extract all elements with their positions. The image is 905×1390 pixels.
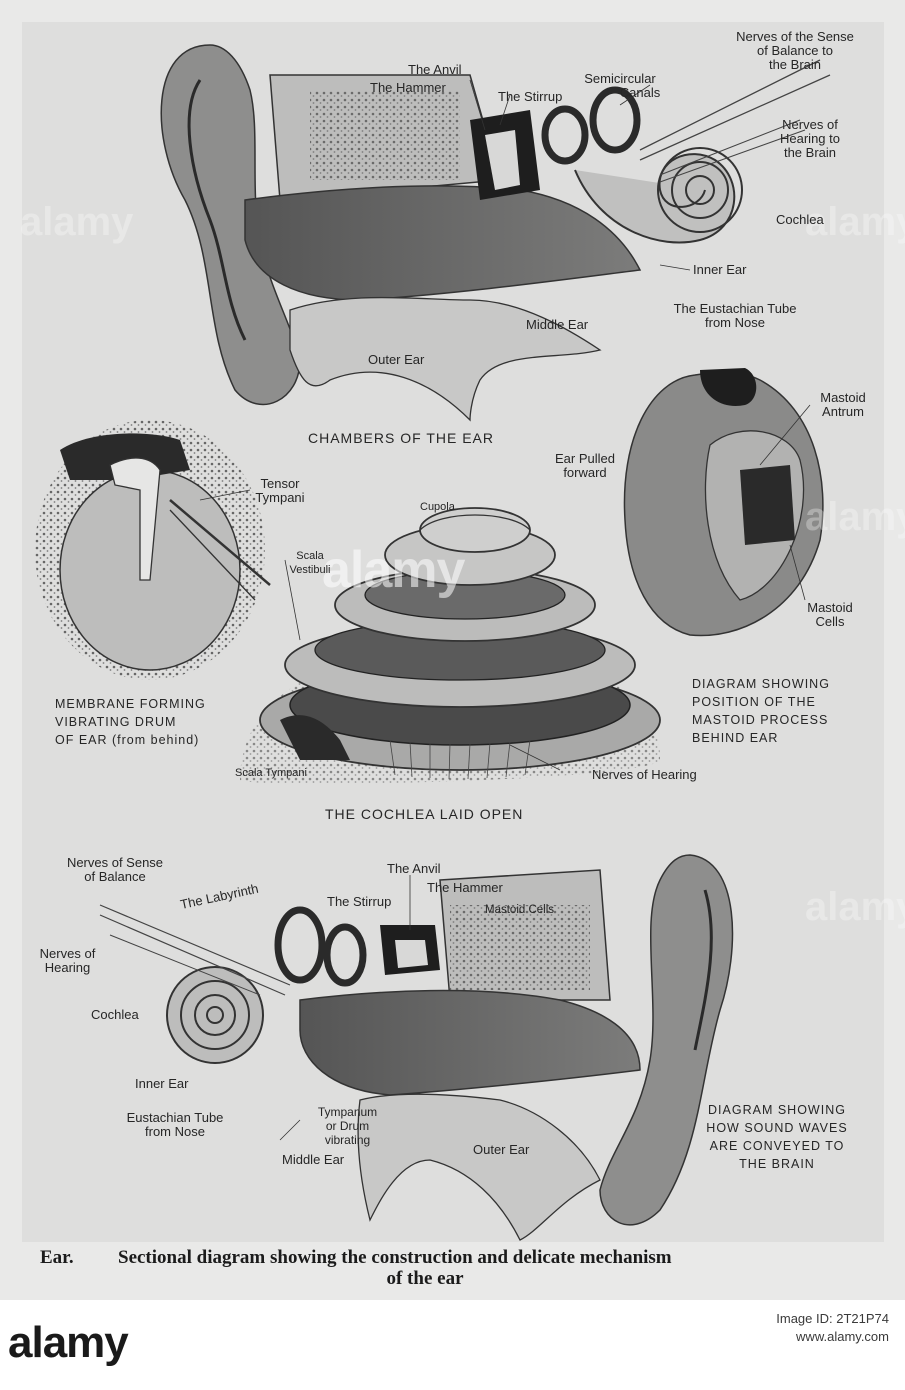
- stock-image-id: Image ID: 2T21P74: [776, 1311, 889, 1326]
- svg-text:alamy: alamy: [20, 200, 134, 244]
- label-eustachian-bottom: Eustachian Tube from Nose: [126, 1110, 224, 1139]
- caption-sound-waves: DIAGRAM SHOWING HOW SOUND WAVES ARE CONV…: [706, 1103, 848, 1171]
- label-scala-vestibuli: Scala Vestibuli: [289, 550, 331, 576]
- label-hammer-bottom: The Hammer: [427, 880, 503, 895]
- label-middle-ear-top: Middle Ear: [526, 317, 589, 332]
- label-stirrup: The Stirrup: [498, 89, 563, 104]
- membrane-section: [35, 420, 271, 680]
- label-mastoid-antrum: Mastoid Antrum: [820, 390, 866, 419]
- label-inner-ear-top: Inner Ear: [693, 262, 747, 277]
- label-eustachian-top: The Eustachian Tube from Nose: [673, 301, 797, 330]
- mastoid-section: [623, 368, 824, 637]
- label-cochlea-bottom: Cochlea: [91, 1007, 139, 1022]
- label-ear-pulled-forward: Ear Pulled forward: [555, 451, 615, 480]
- page: alamy alamy alamy alamy alamy Nerves of …: [0, 0, 905, 1300]
- title-chambers-of-ear: CHAMBERS OF THE EAR: [308, 430, 494, 446]
- label-cupola: Cupola: [420, 501, 455, 513]
- label-mastoid-cells-bottom: Mastoid Cells: [485, 904, 555, 916]
- label-nerves-sense-balance: Nerves of Sense of Balance: [66, 855, 164, 884]
- caption-membrane-diagram: MEMBRANE FORMING VIBRATING DRUM OF EAR (…: [55, 697, 206, 747]
- caption-line-1: Sectional diagram showing the constructi…: [118, 1247, 672, 1268]
- cochlea-section: [240, 507, 661, 784]
- label-hammer: The Hammer: [370, 80, 446, 95]
- top-ear-section: [160, 44, 831, 422]
- label-scala-tympani: Scala Tympani: [235, 767, 307, 779]
- label-tympanum: Tympanum or Drum vibrating: [317, 1105, 378, 1147]
- caption-mastoid-diagram: DIAGRAM SHOWING POSITION OF THE MASTOID …: [692, 677, 830, 745]
- label-outer-ear-bottom: Outer Ear: [473, 1142, 530, 1157]
- label-anvil: The Anvil: [408, 62, 462, 77]
- label-stirrup-bottom: The Stirrup: [327, 894, 392, 909]
- label-middle-ear-bottom: Middle Ear: [282, 1152, 345, 1167]
- label-nerves-of-hearing-bottom: Nerves of Hearing: [39, 946, 96, 975]
- stock-logo[interactable]: alamy: [8, 1318, 129, 1367]
- bottom-ear-section: [99, 854, 734, 1241]
- title-cochlea-laid-open: THE COCHLEA LAID OPEN: [325, 806, 524, 822]
- label-nerves-balance-brain: Nerves of the Sense of Balance to the Br…: [736, 29, 854, 72]
- svg-text:alamy: alamy: [805, 200, 905, 244]
- figure-caption: Ear. Sectional diagram showing the constr…: [40, 1247, 870, 1289]
- svg-text:alamy: alamy: [805, 885, 905, 929]
- label-cochlea-top: Cochlea: [776, 212, 824, 227]
- label-nerves-hearing-brain: Nerves of Hearing to the Brain: [780, 117, 840, 160]
- label-tensor-tympani: Tensor Tympani: [255, 476, 305, 505]
- svg-text:alamy: alamy: [805, 495, 905, 539]
- stock-image-info: Image ID: 2T21P74 www.alamy.com: [776, 1310, 889, 1346]
- stock-footer: [0, 1300, 905, 1390]
- label-inner-ear-bottom: Inner Ear: [135, 1076, 189, 1091]
- caption-line-2: of the ear: [386, 1268, 464, 1289]
- label-nerves-of-hearing: Nerves of Hearing: [592, 767, 697, 782]
- leader-lines: [199, 79, 811, 1141]
- label-outer-ear-top: Outer Ear: [368, 352, 425, 367]
- caption-lead: Ear.: [40, 1247, 74, 1268]
- label-mastoid-cells: Mastoid Cells: [807, 600, 853, 629]
- stock-site-link[interactable]: www.alamy.com: [796, 1329, 889, 1344]
- ear-illustration-art: alamy alamy alamy alamy: [20, 44, 905, 1241]
- label-semicircular-canals: Semicircular Canals: [584, 71, 661, 100]
- label-anvil-bottom: The Anvil: [387, 861, 441, 876]
- watermark-text: alamy: [322, 541, 465, 599]
